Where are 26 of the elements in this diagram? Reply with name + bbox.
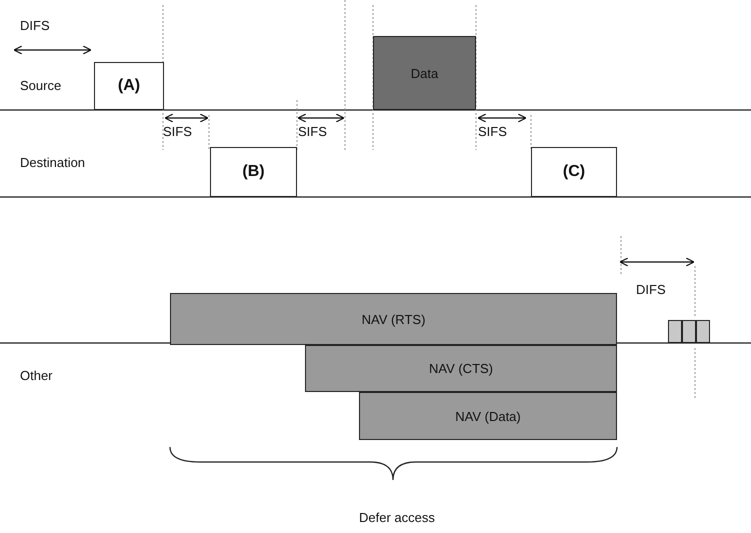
frame-label: (A) xyxy=(118,77,140,95)
slot-box xyxy=(682,320,696,343)
row-label: Other xyxy=(20,368,53,383)
frame-label: (C) xyxy=(562,163,586,181)
caption-label: Defer access xyxy=(359,510,435,525)
nav-bar xyxy=(170,293,617,345)
frame-box xyxy=(94,62,164,110)
interval-label: SIFS xyxy=(478,124,507,139)
data-frame-box xyxy=(373,36,476,110)
frame-label: (B) xyxy=(242,163,265,181)
interval-label: DIFS xyxy=(20,18,50,33)
nav-bar xyxy=(305,345,617,392)
interval-label: DIFS xyxy=(636,282,666,297)
frame-label: NAV (RTS) xyxy=(362,312,426,326)
frame-label: NAV (CTS) xyxy=(428,361,494,376)
slot-box xyxy=(696,320,710,343)
frame-label: NAV (Data) xyxy=(455,408,521,424)
interval-label: SIFS xyxy=(163,124,192,139)
frame-box xyxy=(531,147,617,197)
row-label: Destination xyxy=(20,155,86,170)
frame-label: Data xyxy=(410,66,438,80)
slot-box xyxy=(668,320,682,343)
row-label: Source xyxy=(20,78,62,93)
frame-box xyxy=(210,147,297,197)
nav-bar xyxy=(359,392,617,440)
interval-label: SIFS xyxy=(298,124,327,139)
